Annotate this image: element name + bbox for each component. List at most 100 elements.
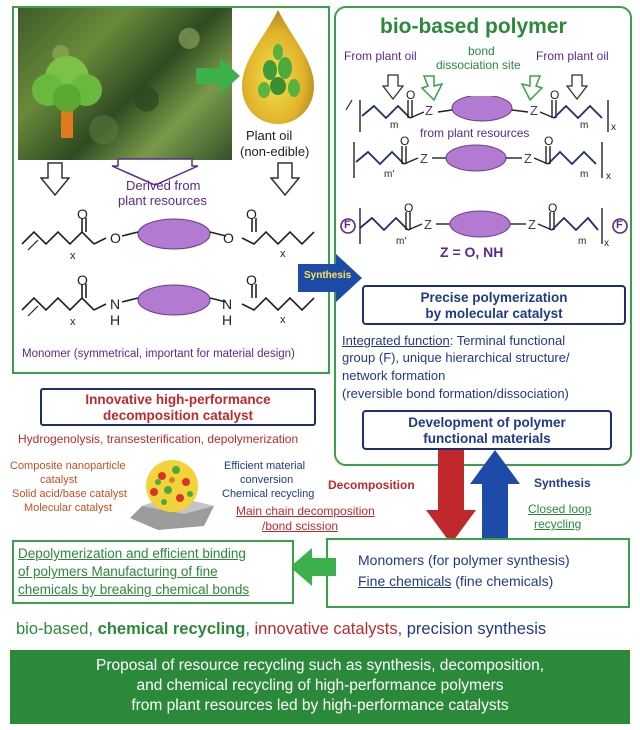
synthesis-arrow-icon [298,254,362,302]
integrated-label: Integrated function [342,333,450,348]
keyword-chemical-recycling: chemical recycling [97,620,246,638]
amide-n-right: N [222,296,233,312]
bond-label-2: dissociation site [436,58,521,72]
from-plant-oil-left: From plant oil [344,49,417,63]
derived-label-2: plant resources [118,193,207,208]
left-green-arrow-icon [290,548,336,586]
amide-o-right: O [246,272,257,288]
r3-m-left: m' [396,236,407,247]
ester-o-right: O [246,206,257,222]
bond-label-1: bond [468,44,495,58]
depolymerization-box [12,540,294,604]
development-box: Development of polymer functional materi… [362,410,612,450]
polymer-structures [340,96,628,244]
diamide-monomer-structure [21,284,315,317]
catalyst-type-2: catalyst [40,474,78,486]
ester-o-right-link: O [223,230,234,246]
r3-z-left: Z [424,217,432,232]
amide-x-left: x [70,316,76,328]
proposal-line-2: and chemical recycling of high-performan… [136,677,504,694]
catalyst-line-1: Innovative high-performance [85,392,271,407]
monomers-line-2: Fine chemicals (fine chemicals) [358,573,553,589]
end-group-f-left: F [344,219,351,231]
synthesis-label: Synthesis [534,476,591,490]
r2-o-right: O [544,134,554,148]
oil-arrow-right-icon [566,74,588,100]
nanoparticle-catalyst-icon [130,460,214,530]
monomers-line-1: Monomers (for polymer synthesis) [358,552,570,568]
green-arrow-icon [196,58,240,94]
fine-chemicals-note: (fine chemicals) [451,573,554,589]
decomposition-label: Decomposition [328,478,415,492]
ester-o-left: O [77,206,88,222]
keyword-bio-based: bio-based [16,620,89,638]
r3-x: x [604,238,609,249]
development-line-2: functional materials [423,431,551,446]
from-plant-oil-right: From plant oil [536,49,609,63]
r3-o-right: O [548,201,558,215]
tree-illustration [32,56,102,138]
proposal-line-1: Proposal of resource recycling such as s… [96,657,544,674]
r2-m-right: m [580,169,589,180]
integrated-function: Integrated function: Terminal functional [342,332,565,349]
integrated-line-3: network formation [342,368,446,383]
fine-chemicals-link: Fine chemicals [358,573,452,589]
plant-oil-label: Plant oil [246,128,293,143]
catalyst-line-2: decomposition catalyst [102,408,254,423]
keyword-precision-synthesis: precision synthesis [406,620,547,638]
catalyst-type-3: Solid acid/base catalyst [12,488,127,500]
proposal-banner: Proposal of resource recycling such as s… [10,650,630,724]
r2-o-left: O [400,134,410,148]
center-down-arrow-icon [111,158,199,186]
r1-x: x [611,122,616,133]
keyword-innovative-catalysts: innovative catalysts [254,620,398,638]
development-line-1: Development of polymer [408,415,566,430]
bond-arrow-left-icon [420,75,444,102]
z-definition: Z = O, NH [440,244,504,260]
precise-line-2: by molecular catalyst [425,306,563,321]
amide-h-left: H [110,312,121,328]
integrated-rest: : Terminal functional [449,333,566,348]
closed-loop-2: recycling [534,517,582,531]
r1-o-left: O [406,88,416,102]
r2-z-left: Z [420,151,428,166]
reactions-text: Hydrogenolysis, transesterification, dep… [18,432,299,446]
monomers-box [326,538,630,608]
oil-arrow-left-icon [382,74,404,100]
r3-m-right: m [578,236,587,247]
derived-label-1: Derived from [126,178,201,193]
synthesis-arrow-label: Synthesis [304,270,352,281]
ester-o-left-link: O [110,230,121,246]
amide-h-right: H [222,312,233,328]
efficient-1: Efficient material [224,460,306,472]
r3-o-left: O [404,201,414,215]
integrated-line-2: group (F), unique hierarchical structure… [342,350,570,365]
precise-polymerization-box: Precise polymerization by molecular cata… [362,285,626,325]
catalyst-box: Innovative high-performance decompositio… [40,388,316,426]
depoly-line-2: of polymers Manufacturing of fine [18,564,218,579]
r3-z-right: Z [528,217,536,232]
r1-o-right: O [550,88,560,102]
non-edible-label: (non-edible) [240,144,310,159]
keyword-sep-1: , [88,620,98,638]
r1-z-right: Z [530,103,538,118]
synthesis-up-arrow-icon [470,450,520,544]
catalyst-type-4: Molecular catalyst [24,502,113,514]
keyword-sep-2: , [245,620,255,638]
r2-z-right: Z [524,151,532,166]
precise-line-1: Precise polymerization [420,290,568,305]
main-chain-1: Main chain decomposition [236,504,375,518]
keywords-line: bio-based, chemical recycling, innovativ… [16,620,546,639]
polymer-title: bio-based polymer [380,15,567,38]
main-chain-2: /bond scission [262,519,339,533]
r1-m-right: m [580,120,589,131]
end-group-f-right: F [616,219,623,231]
ester-x-left: x [70,250,76,262]
amide-n-left: N [110,296,121,312]
depoly-line-3: chemicals by breaking chemical bonds [18,582,250,597]
r1-z-left: Z [425,103,433,118]
r2-x: x [606,171,611,182]
right-down-arrow-icon [270,162,300,196]
diester-monomer-structure [21,218,315,251]
ester-x-right: x [280,248,286,260]
